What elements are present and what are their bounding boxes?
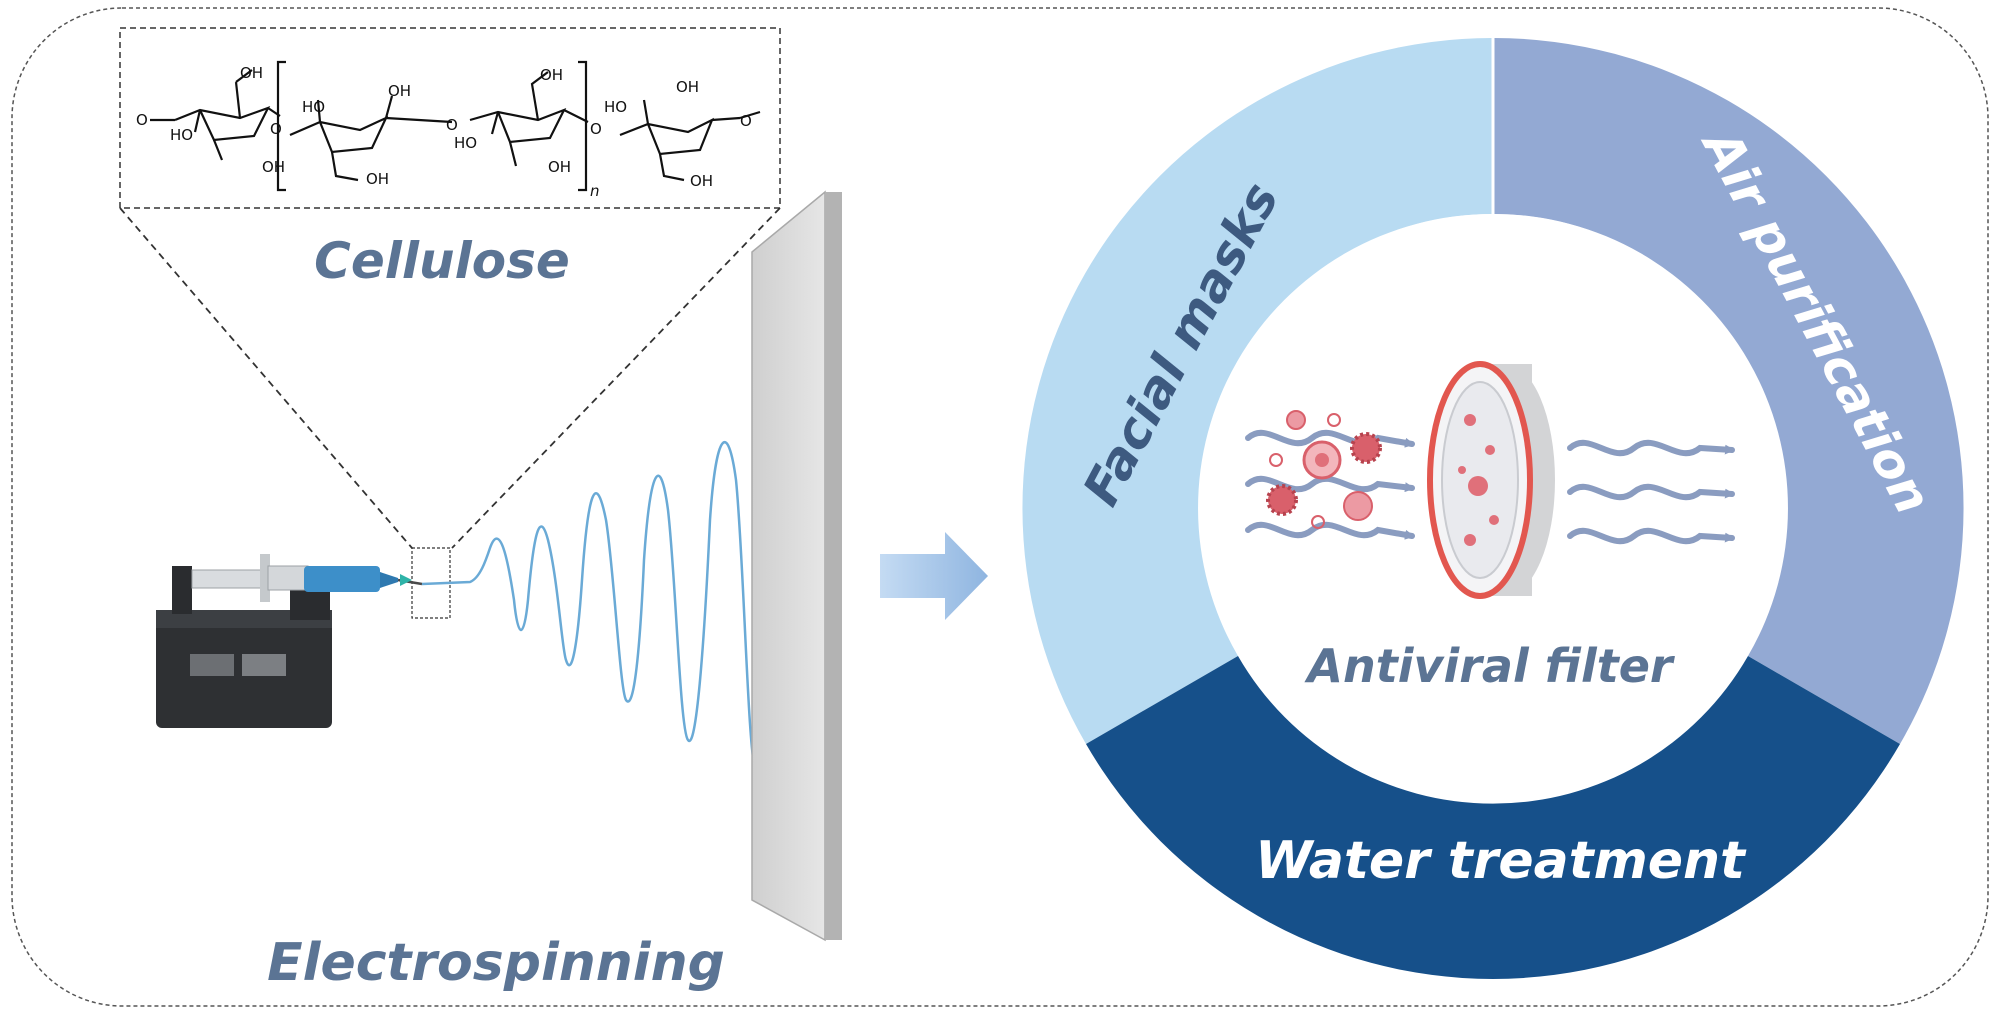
molecule-ho-4: HO	[604, 98, 627, 116]
molecule-o-2: O	[270, 120, 282, 138]
outgoing-flow-1	[1567, 439, 1735, 457]
cellulose-structure: O OH HO OH O HO OH OH O OH HO OH O HO OH…	[119, 27, 781, 619]
syringe-barrel	[304, 566, 380, 592]
molecule-o-1: O	[136, 111, 148, 129]
molecule-n: n	[590, 182, 600, 200]
outgoing-flow-2	[1567, 483, 1735, 501]
molecule-ho-1: HO	[170, 126, 193, 144]
molecule-oh-4: OH	[366, 170, 389, 188]
air-purification-segment	[1493, 37, 1964, 744]
filter-illustration	[1245, 361, 1735, 599]
molecule-box	[119, 27, 781, 209]
cellulose-label: Cellulose	[314, 232, 570, 290]
facial-masks-segment	[1022, 37, 1493, 744]
outer-frame	[11, 7, 1989, 1007]
molecule-ho-2: HO	[302, 98, 325, 116]
virus-particles	[1266, 410, 1382, 529]
molecule-oh-6: OH	[548, 158, 571, 176]
syringe-pump	[156, 554, 423, 728]
zoom-line-left	[119, 207, 413, 549]
molecule-o-5: O	[740, 112, 752, 130]
incoming-flow-2	[1245, 475, 1415, 493]
antiviral-filter-label: Antiviral filter	[1304, 639, 1676, 693]
molecule-oh-3: OH	[388, 82, 411, 100]
water-treatment-segment	[1086, 656, 1900, 979]
molecule-oh-2: OH	[262, 158, 285, 176]
process-arrow	[880, 532, 988, 620]
molecule-ho-3: HO	[454, 134, 477, 152]
electrospinning-label: Electrospinning	[267, 933, 725, 993]
zoom-line-right	[451, 207, 781, 549]
molecule-oh-1: OH	[240, 64, 263, 82]
molecule-o-3: O	[446, 116, 458, 134]
collector-plate	[751, 190, 842, 942]
molecule-o-4: O	[590, 120, 602, 138]
molecule-oh-5: OH	[540, 66, 563, 84]
molecule-oh-7: OH	[676, 78, 699, 96]
molecule-oh-8: OH	[690, 172, 713, 190]
water-treatment-label: Water treatment	[1255, 831, 1747, 891]
incoming-flow-3	[1245, 521, 1415, 540]
outgoing-flow-3	[1567, 527, 1735, 545]
